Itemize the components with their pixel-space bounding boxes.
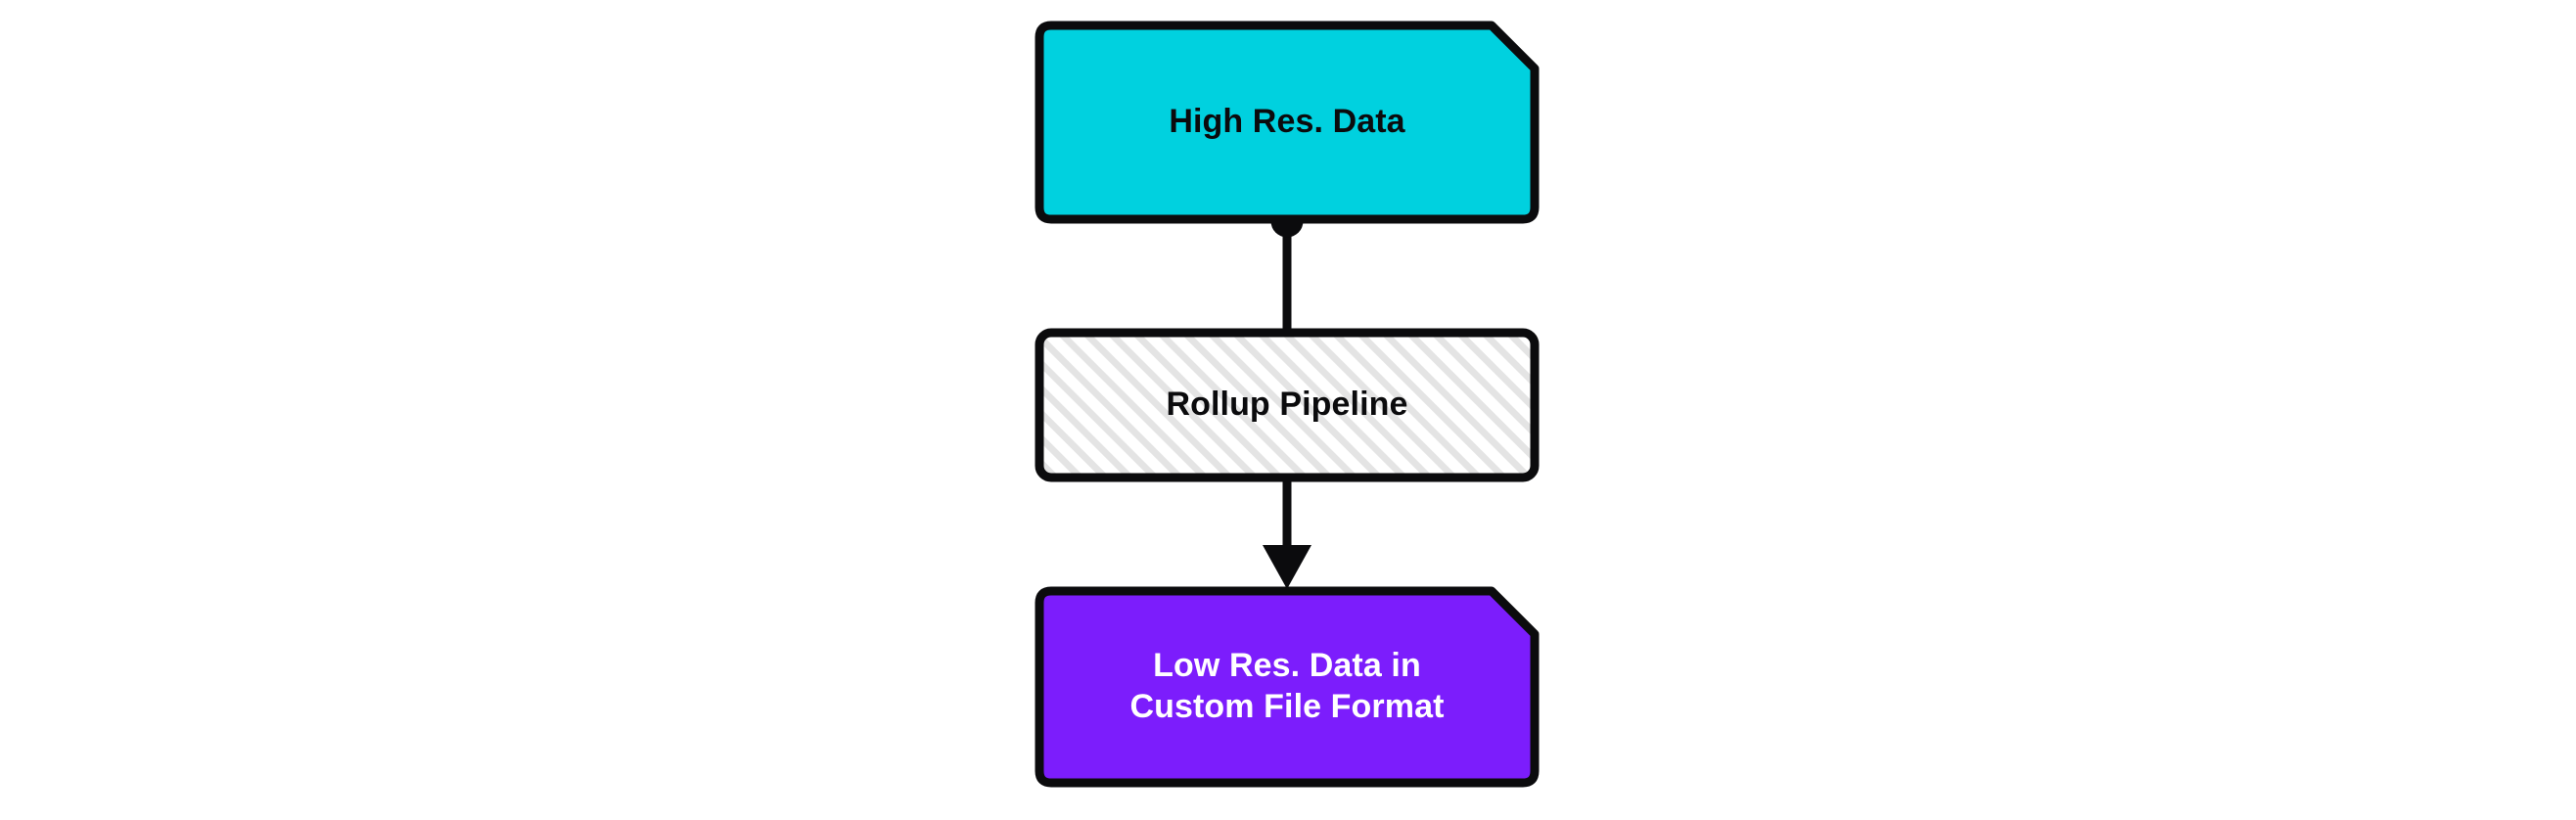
node-shape xyxy=(1035,586,1540,788)
node-shape-border xyxy=(1035,328,1540,482)
node-shape xyxy=(1035,21,1540,224)
edge-high-res-to-rollup xyxy=(1270,205,1304,337)
edge-rollup-to-low-res xyxy=(1263,476,1311,589)
arrowhead-icon xyxy=(1263,545,1311,589)
node-hatch-pattern xyxy=(1039,333,1535,478)
node-rollup-pipeline[interactable] xyxy=(1035,328,1540,482)
node-low-res-data[interactable] xyxy=(1035,586,1540,788)
node-high-res-data[interactable] xyxy=(1035,21,1540,224)
